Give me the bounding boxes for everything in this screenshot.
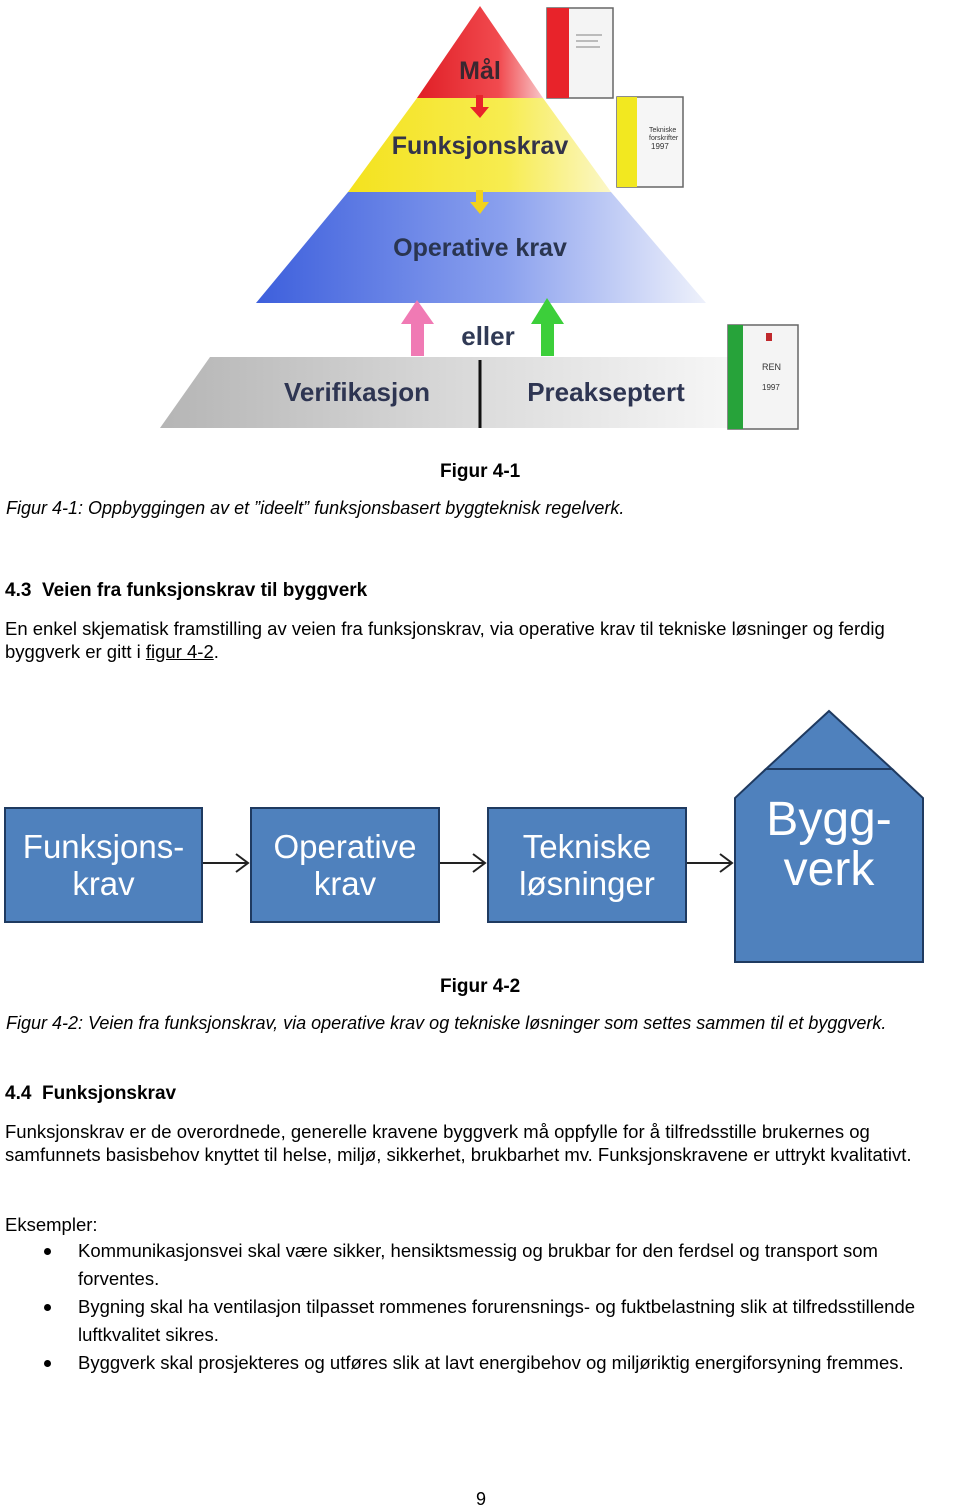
figure-4-1-caption: Figur 4-1: Oppbyggingen av et ”ideelt” f… — [6, 498, 625, 518]
section-4-4-paragraph: Funksjonskrav er de overordnede, generel… — [5, 1121, 912, 1165]
examples-label: Eksempler: — [5, 1214, 98, 1235]
pyramid-level-mal — [417, 6, 543, 98]
section-number: 4.4 — [5, 1083, 32, 1104]
pyramid-level-funksjonskrav — [348, 98, 611, 192]
regulation-book-cover-2: Tekniske forskrifter 1997 — [616, 96, 684, 188]
flow-box-byggverk-label: Bygg-verk — [766, 793, 892, 896]
label-verifikasjon: Verifikasjon — [284, 377, 430, 407]
flow-arrows-and-house — [203, 709, 924, 963]
house-roof — [763, 709, 895, 770]
label-funksjonskrav: Funksjonskrav — [392, 132, 569, 160]
label-mal: Mål — [459, 57, 501, 85]
section-4-3-paragraph: En enkel skjematisk framstilling av veie… — [5, 618, 885, 662]
arrow-right-icon — [687, 853, 734, 873]
list-item: Kommunikasjonsvei skal være sikker, hens… — [4, 1237, 934, 1292]
pyramid-base-verification — [160, 357, 728, 428]
svg-text:Tekniske: Tekniske — [649, 127, 676, 134]
page-number: 9 — [476, 1489, 487, 1509]
arrow-down-icon — [470, 95, 489, 118]
svg-text:1997: 1997 — [762, 383, 780, 392]
list-item: Bygning skal ha ventilasjon tilpasset ro… — [4, 1293, 934, 1348]
section-title: Veien fra funksjonskrav til byggverk — [41, 580, 368, 601]
bullet-icon — [44, 1360, 51, 1367]
flow-box-funksjonskrav: Funksjons-krav — [4, 807, 203, 923]
label-preakseptert: Preakseptert — [527, 377, 685, 407]
label-eller: eller — [461, 321, 515, 351]
house-body — [734, 768, 924, 963]
svg-text:REN: REN — [762, 362, 781, 372]
figure-4-2-caption: Figur 4-2: Veien fra funksjonskrav, via … — [6, 1013, 887, 1033]
svg-text:forskrifter: forskrifter — [649, 135, 679, 142]
section-number: 4.3 — [5, 580, 32, 601]
examples-list: Kommunikasjonsvei skal være sikker, hens… — [4, 1237, 934, 1377]
bullet-icon — [44, 1248, 51, 1255]
arrow-right-icon — [203, 853, 250, 873]
pyramid-level-operative-krav — [256, 192, 706, 303]
figure-4-1-title: Figur 4-1 — [440, 461, 521, 482]
label-operative-krav: Operative krav — [393, 234, 567, 262]
bullet-icon — [44, 1304, 51, 1311]
section-title: Funksjonskrav — [41, 1083, 177, 1104]
section-heading-4-4: 4.4 Funksjonskrav — [5, 1083, 176, 1105]
section-heading-4-3: 4.3 Veien fra funksjonskrav til byggverk — [5, 580, 367, 602]
figure-4-2-link[interactable]: figur 4-2 — [145, 641, 214, 662]
figure-4-2-title: Figur 4-2 — [440, 976, 521, 997]
regulation-book-cover-1 — [546, 7, 614, 99]
svg-text:1997: 1997 — [651, 142, 669, 151]
arrow-up-green-icon — [531, 298, 564, 356]
arrow-right-icon — [440, 853, 487, 873]
arrow-down-icon — [470, 190, 489, 214]
regulation-book-cover-3: REN 1997 — [727, 324, 799, 430]
list-item: Byggverk skal prosjekteres og utføres sl… — [4, 1349, 934, 1377]
arrow-up-pink-icon — [401, 300, 434, 356]
figure-4-1-pyramid: Tekniske forskrifter 1997 REN 1997 Mål F… — [160, 6, 799, 430]
